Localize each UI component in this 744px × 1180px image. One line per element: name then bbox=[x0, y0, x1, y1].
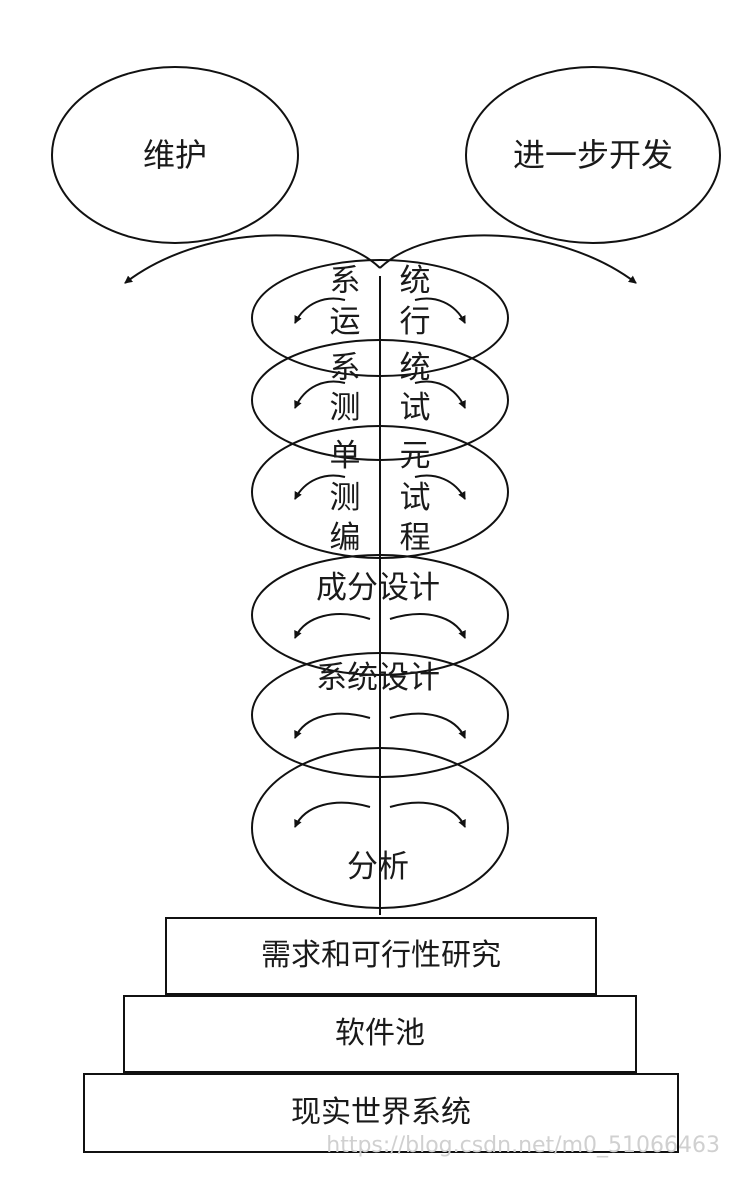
swirl-arrow-left bbox=[294, 613, 371, 639]
system-test-char-r1: 统 bbox=[400, 350, 431, 386]
unit-char-l2: 测 bbox=[330, 480, 361, 516]
unit-char-l3: 编 bbox=[330, 520, 361, 556]
system-test-char-r2: 试 bbox=[400, 390, 431, 426]
swirl-arrow-right bbox=[389, 712, 466, 739]
spray-arrow-left bbox=[124, 234, 381, 284]
system-test-char-l1: 系 bbox=[330, 350, 361, 386]
swirl-arrow-left bbox=[294, 712, 371, 739]
watermark: https://blog.csdn.net/m0_51066463 bbox=[326, 1133, 720, 1158]
system-test-char-l2: 测 bbox=[330, 390, 361, 426]
maintenance-label: 维护 bbox=[143, 136, 207, 174]
real-world-label: 现实世界系统 bbox=[291, 1095, 471, 1130]
software-pool-block bbox=[123, 995, 637, 1073]
component-design-label: 成分设计 bbox=[316, 570, 440, 606]
system-run-char-l1: 系 bbox=[330, 263, 361, 299]
spray-arrow-right bbox=[379, 234, 637, 284]
swirl-arrow-right bbox=[414, 474, 466, 500]
unit-char-r1: 元 bbox=[400, 438, 431, 474]
unit-char-l1: 单 bbox=[330, 438, 361, 474]
further-development-label: 进一步开发 bbox=[513, 136, 673, 174]
real-world-block bbox=[83, 1073, 679, 1153]
software-pool-label: 软件池 bbox=[335, 1016, 425, 1051]
requirements-block bbox=[165, 917, 597, 995]
swirl-arrow-right bbox=[389, 801, 466, 828]
swirl-arrow-right bbox=[414, 380, 466, 409]
swirl-arrow-left bbox=[294, 474, 346, 500]
further-development-bubble bbox=[465, 66, 721, 244]
system-design-label: 系统设计 bbox=[316, 660, 440, 696]
requirements-label: 需求和可行性研究 bbox=[261, 938, 501, 973]
analysis-label: 分析 bbox=[347, 849, 409, 885]
unit-char-r2: 试 bbox=[400, 480, 431, 516]
swirl-arrow-right bbox=[414, 297, 466, 324]
swirl-arrow-left bbox=[294, 297, 346, 324]
system-run-char-r2: 行 bbox=[400, 304, 431, 340]
swirl-arrow-left bbox=[294, 380, 346, 409]
swirl-arrow-left bbox=[294, 801, 371, 828]
system-run-char-l2: 运 bbox=[330, 304, 361, 340]
swirl-arrow-right bbox=[389, 613, 466, 639]
unit-char-r3: 程 bbox=[400, 520, 431, 556]
maintenance-bubble bbox=[51, 66, 299, 244]
system-run-char-r1: 统 bbox=[400, 263, 431, 299]
